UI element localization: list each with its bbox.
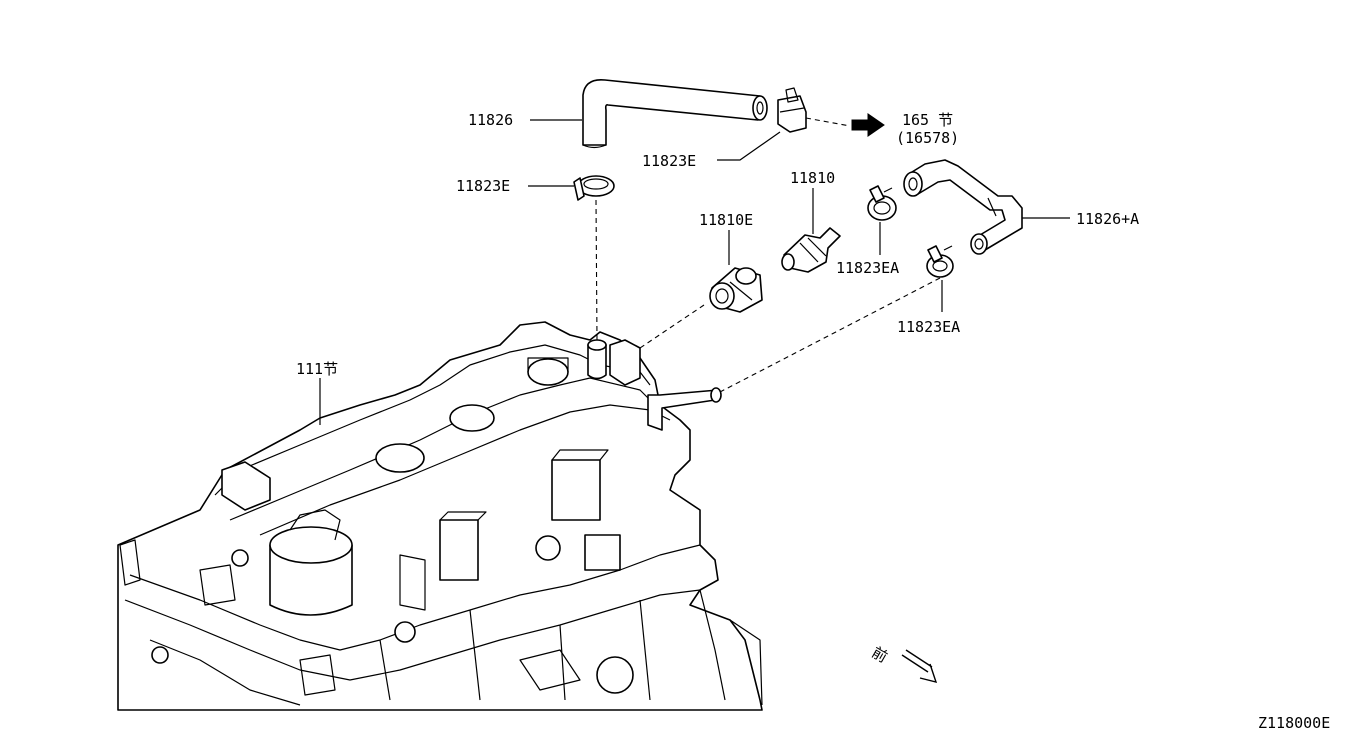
hose-11826A — [903, 159, 1023, 255]
label-clamp-upper-left: 11823E — [456, 177, 510, 195]
label-engine-section: 111节 — [296, 360, 338, 378]
grommet-11810E — [709, 267, 763, 313]
leader-lines — [319, 119, 1070, 425]
label-clamp-ea-upper: 11823EA — [836, 259, 899, 277]
label-ref-part: (16578) — [896, 129, 959, 147]
front-direction-arrow-icon — [901, 649, 938, 683]
clamp-11823E-left — [573, 175, 615, 201]
reference-arrow-icon — [851, 113, 885, 137]
diagram-code: Z118000E — [1258, 714, 1330, 732]
label-grommet: 11810E — [699, 211, 753, 229]
label-hose-right: 11826+A — [1076, 210, 1139, 228]
engine-assembly — [117, 321, 763, 711]
label-clamp-upper-right: 11823E — [642, 152, 696, 170]
assembly-lines — [595, 117, 941, 393]
hose-11826 — [582, 78, 768, 149]
label-ref-section: 165 节 — [902, 111, 953, 129]
label-front-marker: 前 — [869, 643, 891, 666]
clamp-11823EA-upper — [867, 185, 897, 221]
label-clamp-ea-lower: 11823EA — [897, 318, 960, 336]
label-pcv-valve: 11810 — [790, 169, 835, 187]
clamp-11823EA-lower — [926, 245, 954, 278]
label-hose-upper: 11826 — [468, 111, 513, 129]
pcv-valve-11810 — [781, 227, 841, 273]
clamp-11823E-upper — [777, 87, 807, 133]
